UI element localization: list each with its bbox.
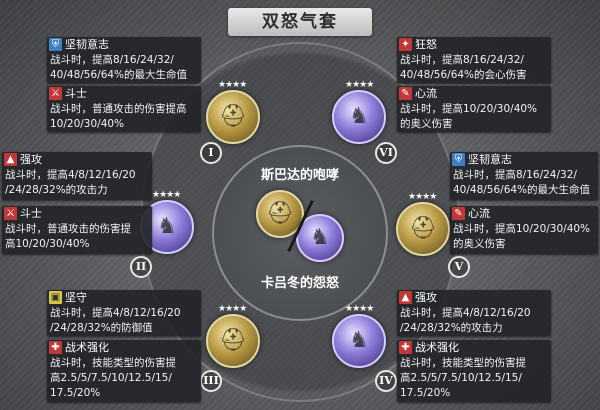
skill-card-fighter-2: ⚔斗士 战斗时，普通攻击的伤害提高10/20/30/40% <box>2 206 152 254</box>
sword-icon: ⚔ <box>4 207 17 220</box>
skill-name: 战术强化 <box>65 341 109 354</box>
skill-desc: 战斗时，普通攻击的伤害提高10/20/30/40% <box>5 223 131 250</box>
skill-desc: 战斗时，提高4/8/12/16/20/24/28/32%的防御值 <box>50 307 181 334</box>
slot-1-stars: ★★★★ <box>218 80 247 90</box>
attack-up-icon: ▲ <box>399 291 412 304</box>
skill-desc: 战斗时，提高8/16/24/32/40/48/56/64%的最大生命值 <box>453 169 591 196</box>
slot-5-gem[interactable]: ⛑ <box>396 202 450 256</box>
slot-4-stars: ★★★★ <box>345 304 374 314</box>
skill-desc: 战斗时，技能类型的伤害提高2.5/5/7.5/10/12.5/15/17.5/2… <box>400 357 526 399</box>
skill-card-assault-2: ▲强攻 战斗时，提高4/8/12/16/20/24/28/32%的攻击力 <box>397 290 551 336</box>
shield-icon: ⛨ <box>452 153 465 166</box>
slot-4-numeral: IV <box>375 370 397 392</box>
spartan-helmet-emblem: ⛑ <box>256 190 304 238</box>
skill-name: 心流 <box>415 87 437 100</box>
skill-card-tactics: ✚战术强化 战斗时，技能类型的伤害提高2.5/5/7.5/10/12.5/15/… <box>47 340 201 402</box>
flow-icon: ✎ <box>452 207 465 220</box>
slot-6-stars: ★★★★ <box>345 80 374 90</box>
skill-card-guard: ▣坚守 战斗时，提高4/8/12/16/20/24/28/32%的防御值 <box>47 290 201 336</box>
skill-card-flow: ✎心流 战斗时，提高10/20/30/40%的奥义伤害 <box>397 86 551 132</box>
skill-name: 狂怒 <box>415 38 437 51</box>
skill-name: 战术强化 <box>415 341 459 354</box>
slot-6-gem[interactable]: ♞ <box>332 90 386 144</box>
set-name-spartan: 斯巴达的咆哮 <box>260 168 339 183</box>
skill-name: 强攻 <box>20 153 42 166</box>
skill-name: 斗士 <box>20 207 42 220</box>
flow-icon: ✎ <box>399 87 412 100</box>
skill-desc: 战斗时，提高8/16/24/32/40/48/56/64%的最大生命值 <box>50 54 188 81</box>
skill-name: 心流 <box>468 207 490 220</box>
skill-name: 坚韧意志 <box>468 153 512 166</box>
page-title: 双怒气套 <box>228 8 372 36</box>
skill-desc: 战斗时，提高10/20/30/40%的奥义伤害 <box>400 103 538 130</box>
skill-desc: 战斗时，提高4/8/12/16/20/24/28/32%的攻击力 <box>400 307 531 334</box>
calydon-beast-emblem: ♞ <box>296 214 344 262</box>
slot-2-stars: ★★★★ <box>152 190 181 200</box>
slot-4-gem[interactable]: ♞ <box>332 314 386 368</box>
slot-3-gem[interactable]: ⛑ <box>206 314 260 368</box>
tactics-icon: ✚ <box>49 341 62 354</box>
slot-6-numeral: VI <box>375 142 397 164</box>
skill-name: 坚韧意志 <box>65 38 109 51</box>
defense-icon: ▣ <box>49 291 62 304</box>
skill-desc: 战斗时，提高4/8/12/16/20/24/28/32%的攻击力 <box>5 169 136 196</box>
attack-up-icon: ▲ <box>4 153 17 166</box>
fury-icon: ✦ <box>399 38 412 51</box>
skill-desc: 战斗时，提高8/16/24/32/40/48/56/64%的会心伤害 <box>400 54 527 81</box>
skill-name: 斗士 <box>65 87 87 100</box>
skill-card-tenacity: ⛨坚韧意志 战斗时，提高8/16/24/32/40/48/56/64%的最大生命… <box>47 37 201 83</box>
skill-name: 强攻 <box>415 291 437 304</box>
skill-desc: 战斗时，技能类型的伤害提高2.5/5/7.5/10/12.5/15/17.5/2… <box>50 357 176 399</box>
slot-5-numeral: V <box>448 256 470 278</box>
tactics-icon: ✚ <box>399 341 412 354</box>
slot-1-gem[interactable]: ⛑ <box>206 90 260 144</box>
slot-3-numeral: III <box>200 370 222 392</box>
skill-card-tenacity-2: ⛨坚韧意志 战斗时，提高8/16/24/32/40/48/56/64%的最大生命… <box>450 152 598 200</box>
shield-icon: ⛨ <box>49 38 62 51</box>
skill-desc: 战斗时，提高10/20/30/40%的奥义伤害 <box>453 223 591 250</box>
skill-card-fury: ✦狂怒 战斗时，提高8/16/24/32/40/48/56/64%的会心伤害 <box>397 37 551 83</box>
slot-5-stars: ★★★★ <box>408 192 437 202</box>
skill-card-tactics-2: ✚战术强化 战斗时，技能类型的伤害提高2.5/5/7.5/10/12.5/15/… <box>397 340 551 402</box>
sword-icon: ⚔ <box>49 87 62 100</box>
set-name-calydon: 卡吕冬的怨怒 <box>260 276 339 291</box>
slot-3-stars: ★★★★ <box>218 304 247 314</box>
skill-card-flow-2: ✎心流 战斗时，提高10/20/30/40%的奥义伤害 <box>450 206 598 254</box>
slot-2-numeral: II <box>130 256 152 278</box>
slot-1-numeral: I <box>200 142 222 164</box>
skill-name: 坚守 <box>65 291 87 304</box>
skill-card-assault: ▲强攻 战斗时，提高4/8/12/16/20/24/28/32%的攻击力 <box>2 152 152 200</box>
